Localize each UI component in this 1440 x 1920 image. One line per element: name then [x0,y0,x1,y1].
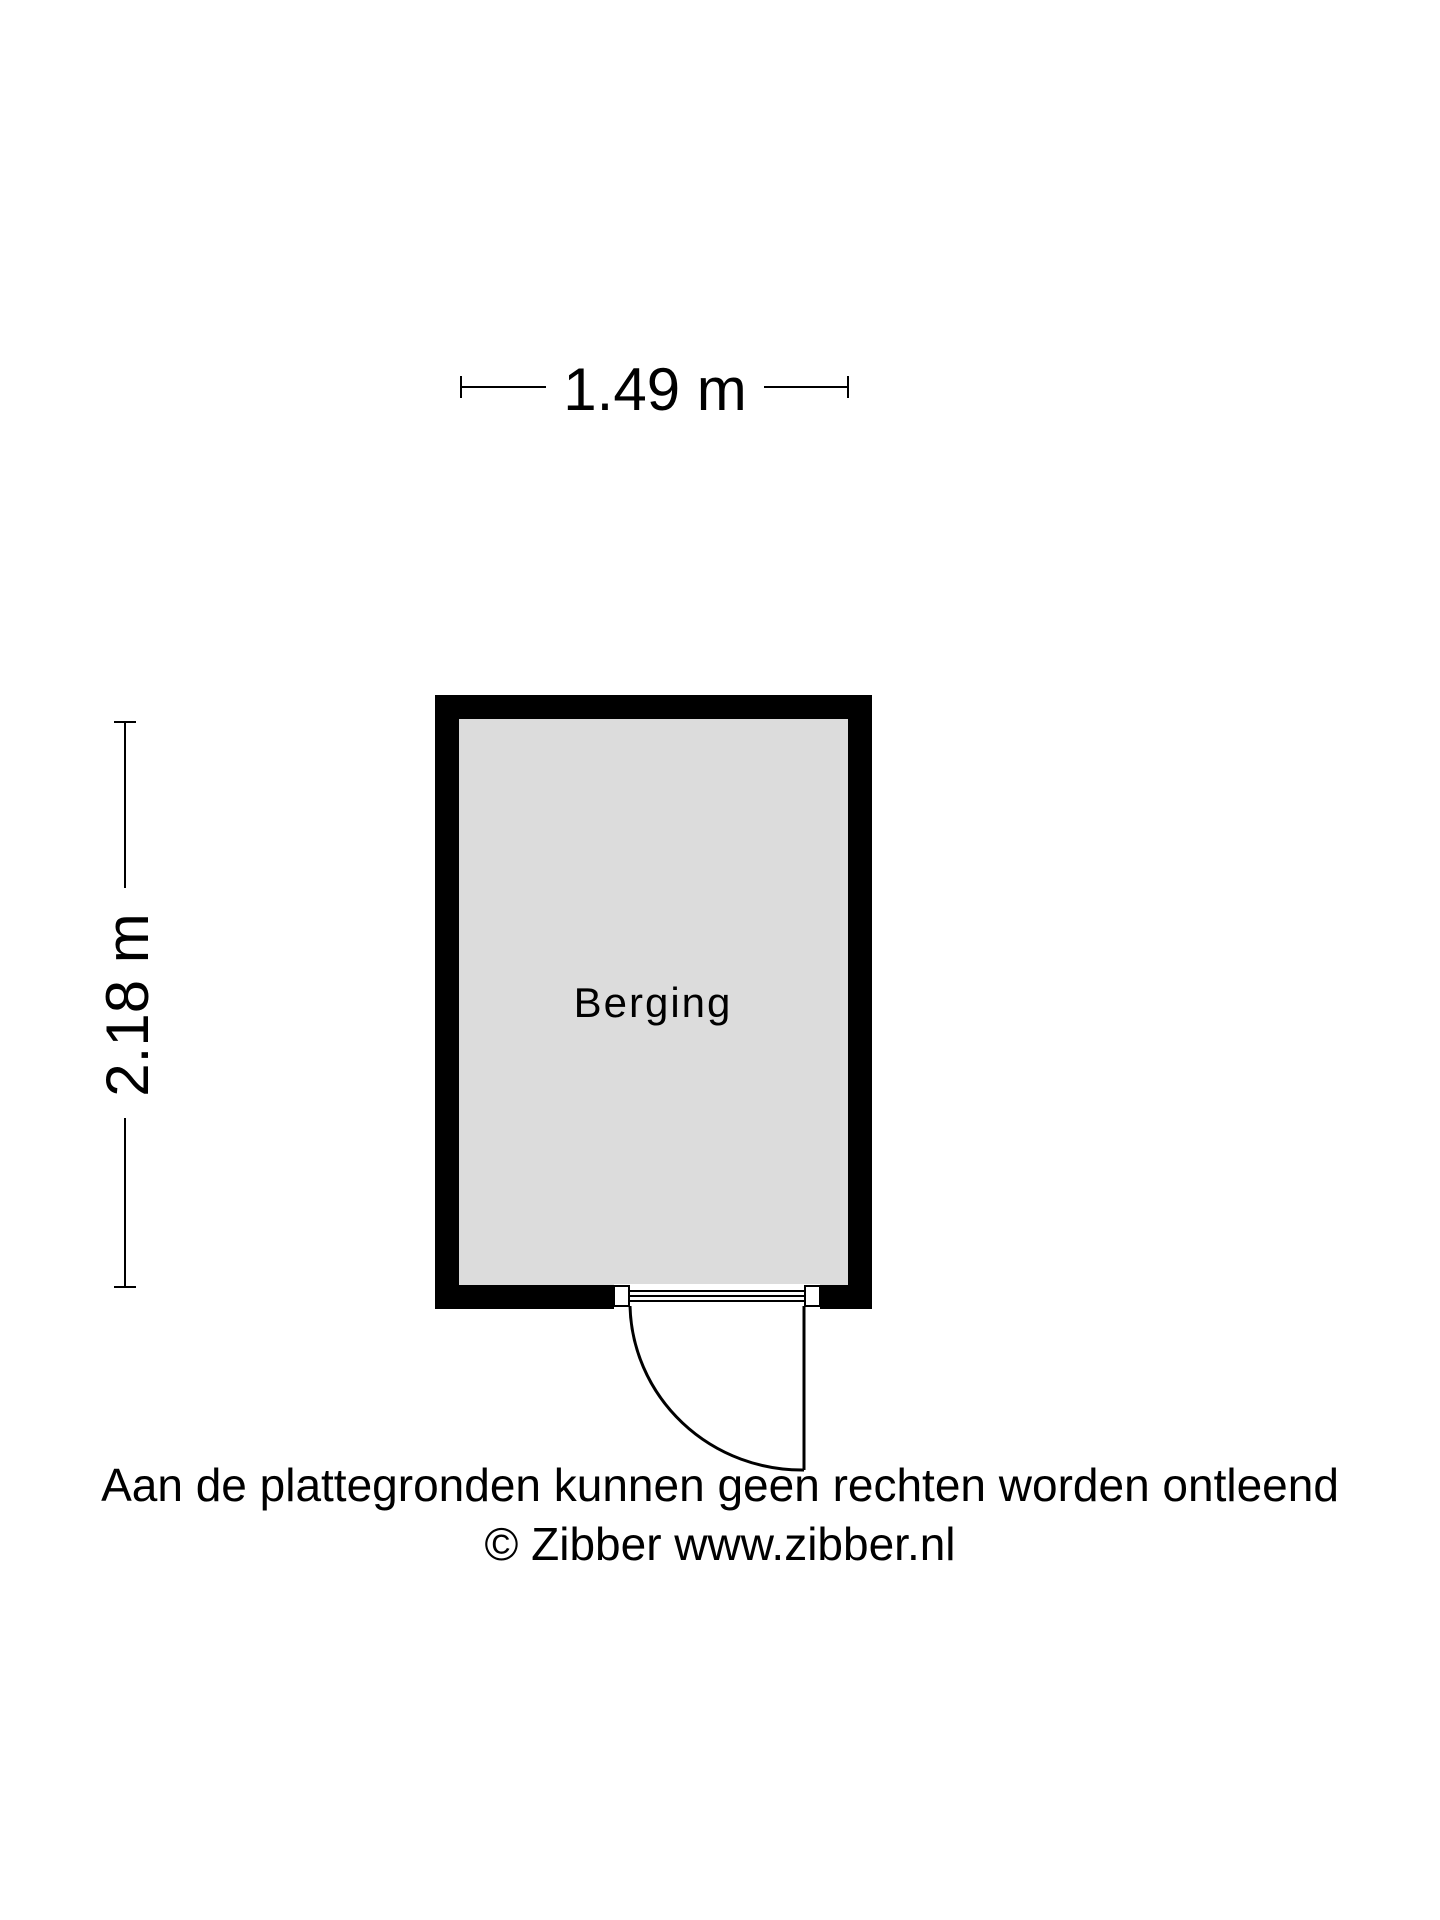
room-label: Berging [574,979,733,1026]
door-jamb-left [613,1285,630,1307]
width-dimension: 1.49 m [460,356,849,423]
height-dimension: 2.18 m [94,721,161,1288]
copyright-text: © Zibber www.zibber.nl [484,1518,956,1570]
room-floor [459,719,848,1285]
door-swing-arc [628,1305,805,1472]
door [613,1284,821,1472]
door-jamb-right [804,1285,821,1307]
room-berging: Berging [435,695,872,1309]
height-dimension-label: 2.18 m [94,913,161,1096]
disclaimer-text: Aan de plattegronden kunnen geen rechten… [101,1459,1339,1511]
width-dimension-label: 1.49 m [563,356,746,423]
door-opening [614,1284,820,1311]
